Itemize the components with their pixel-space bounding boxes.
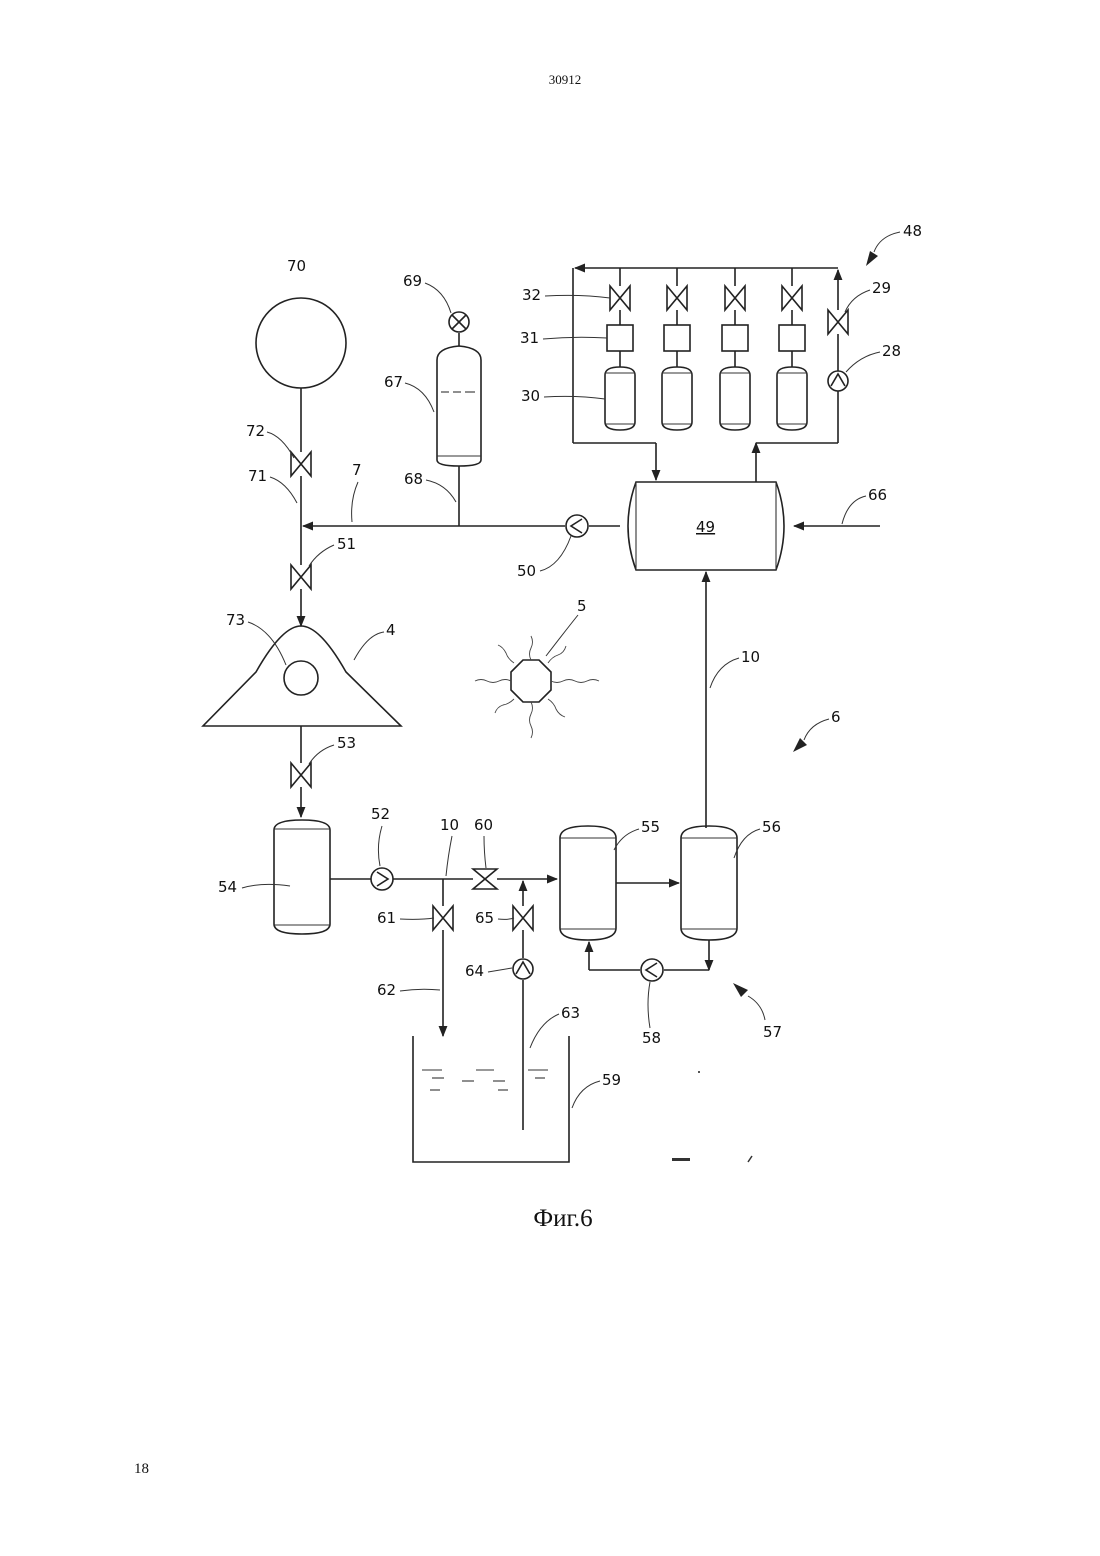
label-6: 6 [831,708,841,726]
valve-72 [291,452,311,476]
loop-57 [589,940,709,970]
label-5: 5 [577,597,587,615]
label-63: 63 [561,1004,580,1022]
label-32: 32 [522,286,541,304]
adsorber-column-1 [605,268,635,430]
label-73: 73 [226,611,245,629]
instrument-69 [449,312,469,332]
valve-29 [828,310,848,334]
label-10-bottom: 10 [440,816,459,834]
pipe-manifold-48 [573,268,838,482]
adsorber-column-4 [777,268,807,430]
valve-61 [433,906,453,930]
label-67: 67 [384,373,403,391]
label-61: 61 [377,909,396,927]
label-62: 62 [377,981,396,999]
label-28: 28 [882,342,901,360]
page-number: 18 [134,1461,149,1478]
vessel-67 [437,333,481,466]
label-7: 7 [352,461,362,479]
adsorber-column-2 [662,268,692,430]
label-69: 69 [403,272,422,290]
scan-artifacts [672,1071,752,1162]
vessel-4 [203,626,401,726]
pump-52 [371,868,393,890]
vessel-55 [560,826,616,940]
label-53: 53 [337,734,356,752]
label-10-riser: 10 [741,648,760,666]
label-30: 30 [521,387,540,405]
pump-64 [513,959,533,979]
adsorber-column-3 [720,268,750,430]
label-68: 68 [404,470,423,488]
label-70: 70 [287,257,306,275]
sphere-tank-70 [256,298,346,388]
label-65: 65 [475,909,494,927]
vessel-54 [274,820,330,934]
vessel-56 [681,826,737,940]
label-71: 71 [248,467,267,485]
valve-65 [513,906,533,930]
line-7 [303,466,620,526]
label-50: 50 [517,562,536,580]
label-60: 60 [474,816,493,834]
label-49: 49 [696,518,715,536]
label-57: 57 [763,1023,782,1041]
label-29: 29 [872,279,891,297]
label-4: 4 [386,621,396,639]
valve-60 [473,869,497,889]
label-58: 58 [642,1029,661,1047]
label-51: 51 [337,535,356,553]
pump-50 [566,515,588,537]
valve-53 [291,763,311,787]
tank-59 [413,1036,569,1162]
label-59: 59 [602,1071,621,1089]
label-56: 56 [762,818,781,836]
label-31: 31 [520,329,539,347]
label-54: 54 [218,878,237,896]
pump-58 [641,959,663,981]
label-72: 72 [246,422,265,440]
label-66: 66 [868,486,887,504]
heat-source-5 [475,636,599,738]
label-52: 52 [371,805,390,823]
valve-51 [291,565,311,589]
label-48: 48 [903,222,922,240]
label-55: 55 [641,818,660,836]
label-64: 64 [465,962,484,980]
figure-caption: Фиг.6 [0,1205,1100,1233]
pump-28 [828,371,848,391]
